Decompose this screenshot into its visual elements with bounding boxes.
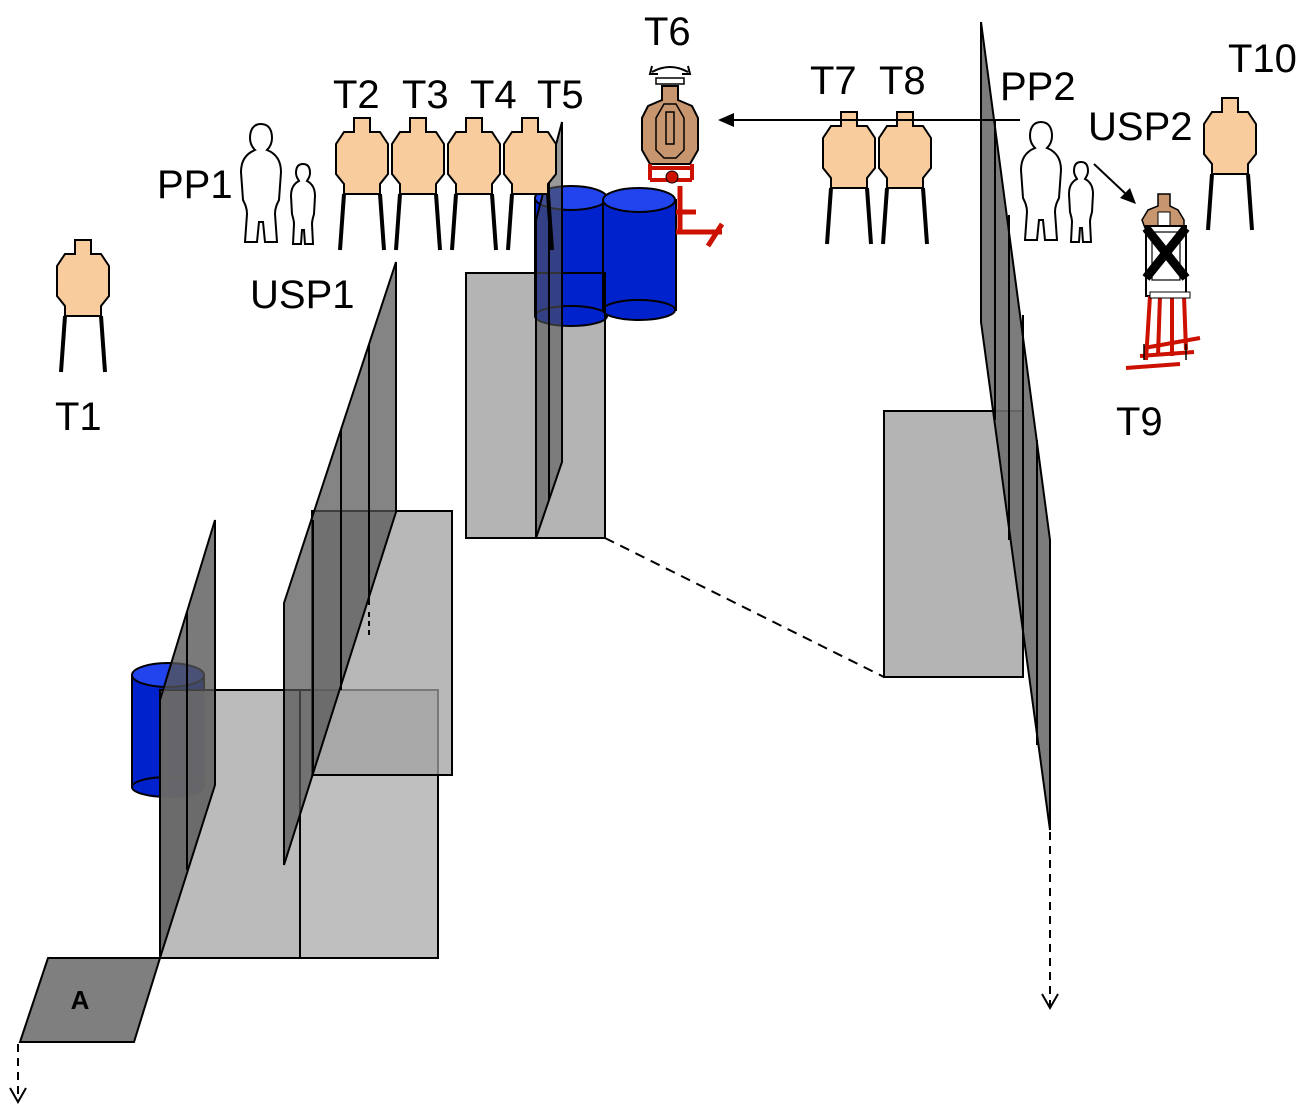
no-shoot-pp1 <box>240 123 282 243</box>
fault-line-dashed <box>604 537 885 678</box>
wall-right <box>980 21 1051 831</box>
no-shoot-usp2 <box>1068 161 1094 243</box>
target-t8 <box>877 110 933 246</box>
no-shoot-usp1 <box>290 163 316 245</box>
label-t10: T10 <box>1228 37 1297 81</box>
label-pp2: PP2 <box>1000 65 1076 109</box>
wall-left-back <box>283 261 397 866</box>
moving-target-icon <box>1125 193 1201 370</box>
label-t1: T1 <box>55 395 102 439</box>
label-t8: T8 <box>879 59 926 103</box>
label-t6: T6 <box>644 10 691 54</box>
label-t9: T9 <box>1116 400 1163 444</box>
target-t3 <box>390 116 446 252</box>
target-t2 <box>334 116 390 252</box>
target-t10 <box>1202 96 1258 232</box>
label-usp1: USP1 <box>250 273 355 317</box>
target-t4 <box>446 116 502 252</box>
label-t7: T7 <box>810 59 857 103</box>
exit-arrow-right <box>1041 832 1059 1011</box>
label-usp2: USP2 <box>1088 105 1193 149</box>
label-t3: T3 <box>402 73 449 117</box>
arrow-pp2-to-t6 <box>718 113 1020 127</box>
label-pp1: PP1 <box>157 163 233 207</box>
start-box-label: A <box>71 985 90 1015</box>
label-t5: T5 <box>537 73 584 117</box>
no-shoot-pp2 <box>1020 121 1062 241</box>
label-t4: T4 <box>470 73 517 117</box>
swinging-steel-target-icon <box>641 65 725 248</box>
start-box <box>18 957 162 1043</box>
exit-arrow-left <box>9 1044 27 1105</box>
wall-left-front <box>159 519 216 959</box>
target-t7 <box>821 110 877 246</box>
target-t1 <box>55 238 111 374</box>
arrow-usp2-to-t9 <box>1093 163 1136 204</box>
label-t2: T2 <box>333 73 380 117</box>
